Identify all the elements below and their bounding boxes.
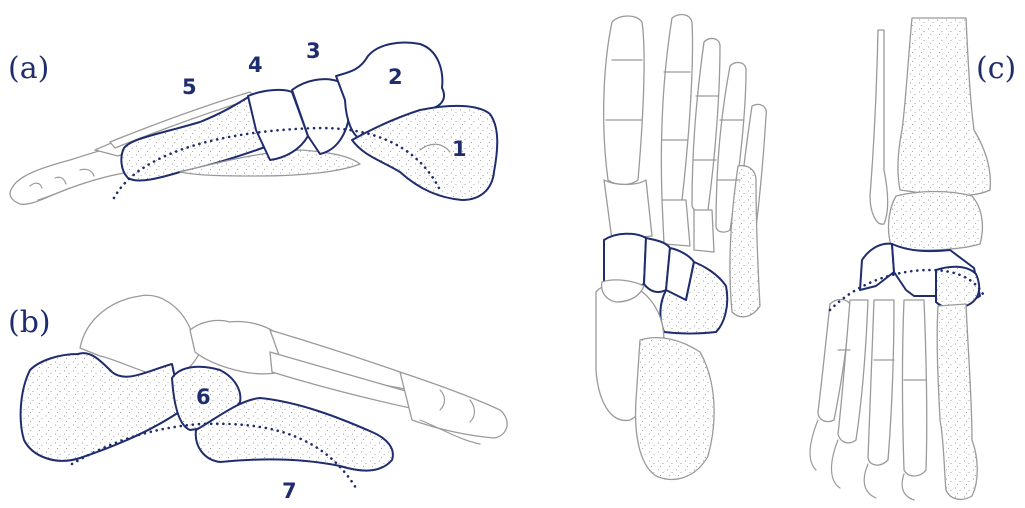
dorsal-fifth-metatarsal xyxy=(730,166,760,317)
panel-c-cuboid xyxy=(936,267,979,308)
panel-b-lateral-view xyxy=(21,295,507,488)
bone-label-2: 2 xyxy=(388,65,403,89)
dorsal-toe-3 xyxy=(692,39,720,213)
panel-c-ankle-bones xyxy=(889,192,983,251)
dorsal-toe-2 xyxy=(661,15,692,205)
panel-label-c: (c) xyxy=(976,51,1016,86)
panel-c-metatarsal-4 xyxy=(903,300,927,476)
bone-label-1: 1 xyxy=(452,137,467,161)
panel-c-fibula xyxy=(870,30,888,224)
panel-c-frontal-view xyxy=(810,18,990,500)
dorsal-toe-1 xyxy=(604,16,644,185)
bone-label-3: 3 xyxy=(306,39,321,63)
panel-c-metatarsal-3 xyxy=(868,300,894,465)
panel-dorsal-view xyxy=(596,15,766,480)
panel-c-metatarsal-5 xyxy=(937,304,977,499)
panel-b-phalanges xyxy=(400,372,507,438)
bone-label-4: 4 xyxy=(248,53,263,77)
bone-label-5: 5 xyxy=(182,75,197,99)
panel-c-cuneiform-medial xyxy=(860,244,894,290)
panel-b-calcaneus xyxy=(21,353,182,461)
panel-c-tibia xyxy=(898,18,991,196)
panel-label-a: (a) xyxy=(8,51,49,86)
dorsal-calcaneus xyxy=(636,338,715,480)
panel-label-b: (b) xyxy=(8,305,51,340)
bone-label-7: 7 xyxy=(282,479,297,503)
bone-label-6: 6 xyxy=(196,385,211,409)
